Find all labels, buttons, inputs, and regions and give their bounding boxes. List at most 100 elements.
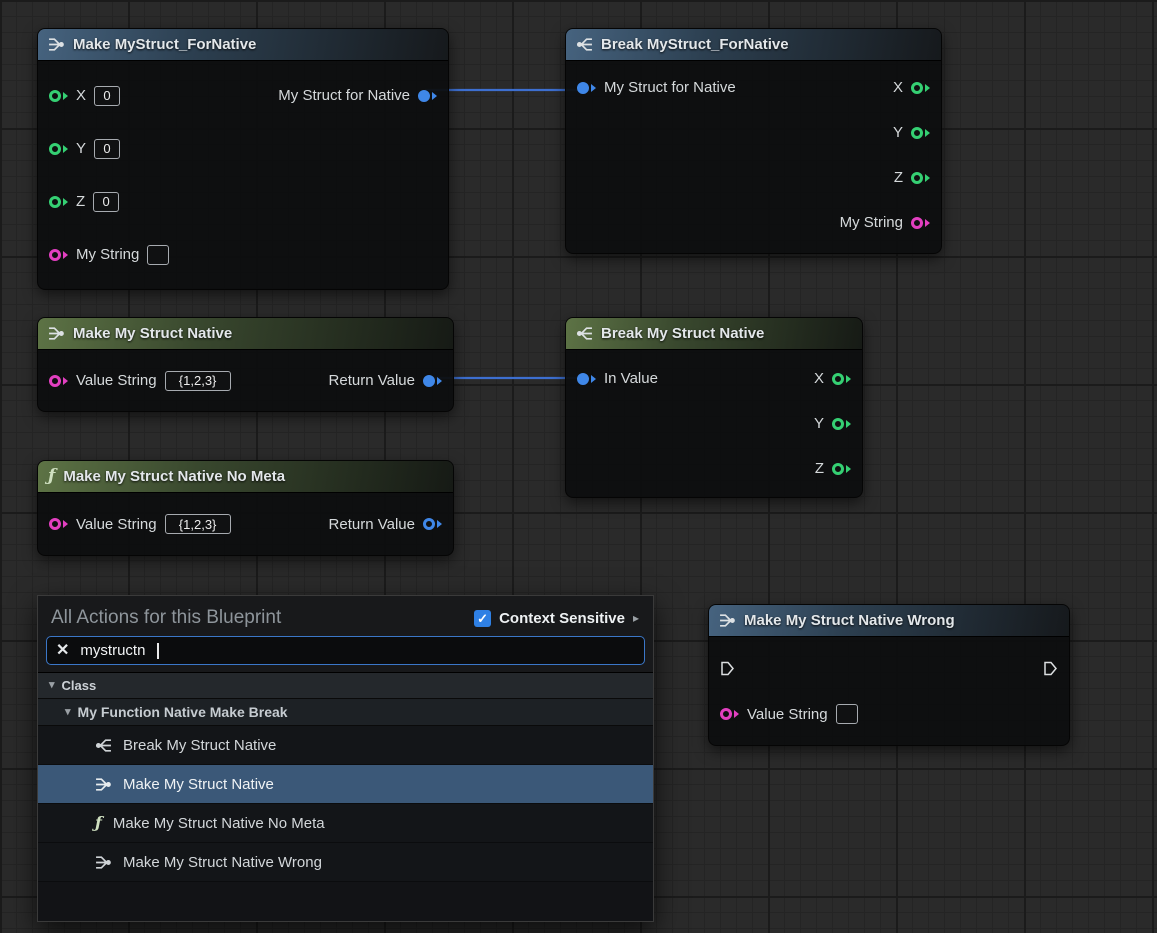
- make-struct-icon: [48, 327, 65, 340]
- pin-label: Z: [893, 169, 903, 186]
- node-title: Make My Struct Native: [73, 325, 233, 342]
- pin-invalue-input[interactable]: [577, 372, 596, 385]
- node-header[interactable]: Break MyStruct_ForNative: [566, 29, 941, 61]
- pin-label: In Value: [604, 370, 658, 387]
- node-title: Break MyStruct_ForNative: [601, 36, 789, 53]
- node-header[interactable]: Break My Struct Native: [566, 318, 862, 350]
- valuestring-field[interactable]: [164, 370, 231, 391]
- make-struct-icon: [95, 855, 112, 869]
- tree-category-class[interactable]: ▾ Class: [38, 673, 653, 699]
- pin-label: Return Value: [328, 372, 415, 389]
- mystring-value-field[interactable]: [147, 244, 170, 265]
- x-value-field[interactable]: [94, 85, 121, 106]
- make-struct-icon: [48, 38, 65, 51]
- list-item-break-my-struct-native[interactable]: Break My Struct Native: [38, 726, 653, 765]
- valuestring-field[interactable]: [164, 514, 231, 534]
- node-header[interactable]: Make MyStruct_ForNative: [38, 29, 448, 61]
- pin-label: Z: [76, 193, 86, 210]
- pin-valuestring-input[interactable]: [720, 708, 739, 720]
- pin-returnvalue-output[interactable]: [423, 518, 442, 530]
- pin-struct-output[interactable]: [418, 89, 437, 102]
- exec-input-pin[interactable]: [720, 661, 735, 676]
- break-struct-icon: [95, 738, 112, 752]
- check-icon: ✓: [477, 610, 489, 626]
- node-make-my-struct-native[interactable]: Make My Struct Native Value String Retur…: [37, 317, 454, 412]
- text-cursor: [157, 642, 159, 659]
- pin-label: Value String: [76, 372, 157, 389]
- pin-struct-input[interactable]: [577, 81, 596, 94]
- node-make-mystruct-fornative[interactable]: Make MyStruct_ForNative X My Struct for …: [37, 28, 449, 290]
- pin-label: My String: [839, 214, 903, 231]
- pin-label: X: [892, 79, 903, 96]
- pin-y-output[interactable]: [911, 126, 930, 139]
- node-break-my-struct-native[interactable]: Break My Struct Native In Value X Y Z: [565, 317, 863, 498]
- break-struct-icon: [576, 327, 593, 340]
- pin-label: My Struct for Native: [278, 87, 410, 104]
- node-header[interactable]: ƒ Make My Struct Native No Meta: [38, 461, 453, 493]
- expander-icon[interactable]: ▾: [65, 705, 71, 718]
- node-break-mystruct-fornative[interactable]: Break MyStruct_ForNative My Struct for N…: [565, 28, 942, 254]
- pin-mystring-input[interactable]: [49, 248, 68, 261]
- context-sensitive-toggle[interactable]: ✓ Context Sensitive ▸: [474, 609, 639, 627]
- exec-output-pin[interactable]: [1043, 661, 1058, 676]
- category-label: Class: [61, 678, 97, 693]
- node-title: Make My Struct Native No Meta: [63, 468, 286, 485]
- node-header[interactable]: Make My Struct Native: [38, 318, 453, 350]
- node-make-my-struct-native-no-meta[interactable]: ƒ Make My Struct Native No Meta Value St…: [37, 460, 454, 556]
- pin-label: Y: [813, 415, 824, 432]
- node-make-my-struct-native-wrong[interactable]: Make My Struct Native Wrong Value String: [708, 604, 1070, 746]
- actions-tree: ▾ Class ▾ My Function Native Make Break …: [38, 672, 653, 921]
- pin-label: Y: [76, 140, 87, 157]
- pin-z-output[interactable]: [911, 171, 930, 184]
- node-title: Make MyStruct_ForNative: [73, 36, 257, 53]
- pin-x-output[interactable]: [911, 81, 930, 94]
- pin-z-input[interactable]: [49, 195, 68, 208]
- pin-x-output[interactable]: [832, 372, 851, 385]
- list-item-make-my-struct-native-wrong[interactable]: Make My Struct Native Wrong: [38, 843, 653, 882]
- context-sensitive-label: Context Sensitive: [499, 609, 625, 627]
- category-label: My Function Native Make Break: [77, 704, 288, 720]
- node-title: Break My Struct Native: [601, 325, 765, 342]
- function-icon: ƒ: [48, 466, 56, 486]
- clear-search-icon[interactable]: ✕: [56, 641, 70, 659]
- pin-returnvalue-output[interactable]: [423, 374, 442, 387]
- pin-z-output[interactable]: [832, 462, 851, 475]
- pin-y-input[interactable]: [49, 142, 68, 155]
- z-value-field[interactable]: [93, 191, 120, 212]
- item-label: Break My Struct Native: [123, 736, 277, 754]
- pin-label: X: [76, 87, 87, 104]
- expander-icon[interactable]: ▾: [49, 679, 55, 691]
- node-header[interactable]: Make My Struct Native Wrong: [709, 605, 1069, 637]
- pin-mystring-output[interactable]: [911, 216, 930, 229]
- make-struct-icon: [719, 614, 736, 627]
- list-item-make-my-struct-native[interactable]: Make My Struct Native: [38, 765, 653, 804]
- menu-title: All Actions for this Blueprint: [51, 607, 282, 628]
- make-struct-icon: [95, 777, 112, 791]
- pin-y-output[interactable]: [832, 417, 851, 430]
- pin-label: Value String: [76, 515, 157, 533]
- search-input[interactable]: ✕ mystructn: [46, 636, 645, 665]
- function-icon: ƒ: [95, 813, 102, 832]
- valuestring-field[interactable]: [835, 704, 858, 724]
- pin-label: Y: [892, 124, 903, 141]
- search-text: mystructn: [80, 642, 146, 659]
- list-item-make-my-struct-native-no-meta[interactable]: ƒ Make My Struct Native No Meta: [38, 804, 653, 843]
- pin-x-input[interactable]: [49, 89, 68, 102]
- tree-category-group[interactable]: ▾ My Function Native Make Break: [38, 699, 653, 726]
- item-label: Make My Struct Native Wrong: [123, 853, 322, 871]
- pin-valuestring-input[interactable]: [49, 518, 68, 530]
- y-value-field[interactable]: [94, 138, 121, 159]
- pin-valuestring-input[interactable]: [49, 374, 68, 387]
- context-sensitive-checkbox[interactable]: ✓: [474, 609, 492, 627]
- pin-label: My String: [76, 246, 140, 263]
- item-label: Make My Struct Native No Meta: [112, 814, 325, 832]
- item-label: Make My Struct Native: [123, 775, 274, 793]
- pin-label: Z: [814, 460, 824, 477]
- pin-label: X: [813, 370, 824, 387]
- pin-label: Value String: [747, 705, 828, 723]
- actions-menu: All Actions for this Blueprint ✓ Context…: [37, 595, 654, 922]
- break-struct-icon: [576, 38, 593, 51]
- chevron-right-icon[interactable]: ▸: [632, 611, 639, 625]
- pin-label: My Struct for Native: [604, 79, 736, 96]
